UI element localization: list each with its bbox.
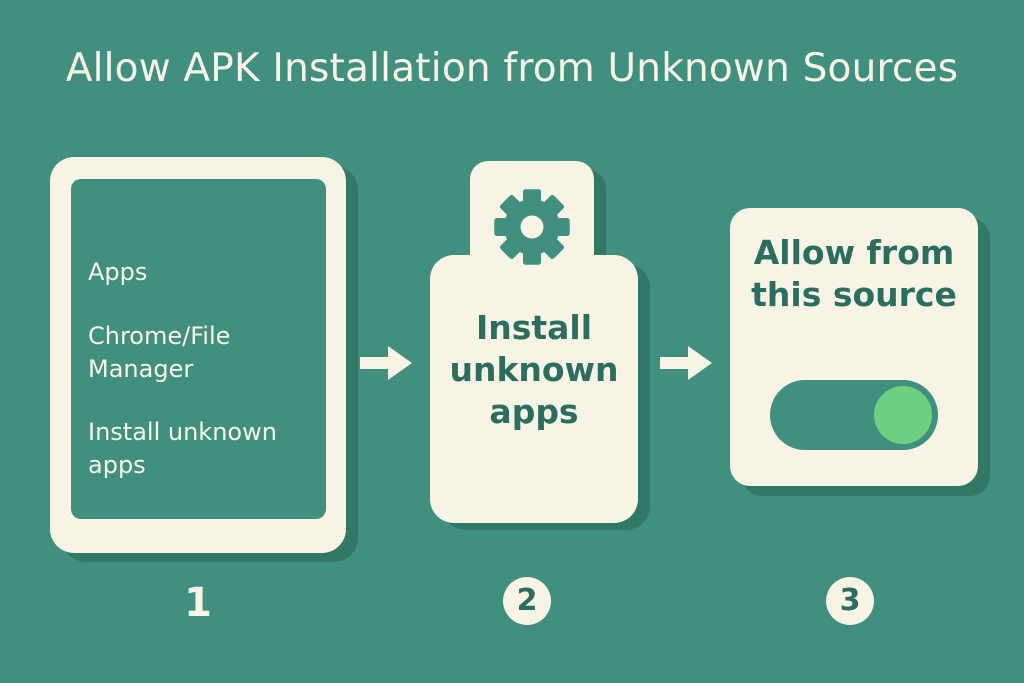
- menu-item-install-unknown-apps: Install unknown apps: [88, 418, 277, 479]
- arrow-right-icon: [660, 346, 712, 380]
- step-number-2: 2: [503, 577, 551, 625]
- diagram-title: Allow APK Installation from Unknown Sour…: [65, 46, 959, 91]
- allow-toggle[interactable]: [770, 380, 938, 450]
- allow-source-card: Allow from this source: [730, 208, 978, 486]
- tablet-device: Apps Chrome/File Manager Install unknown…: [50, 157, 346, 553]
- install-unknown-apps-card: Install unknown apps: [430, 255, 638, 523]
- step-number-3: 3: [826, 577, 874, 625]
- step-number-1: 1: [184, 580, 212, 626]
- menu-item-chrome-file-manager: Chrome/File Manager: [88, 322, 231, 383]
- arrow-right-icon: [360, 346, 412, 380]
- tablet-screen: Apps Chrome/File Manager Install unknown…: [71, 179, 326, 519]
- gear-icon: [494, 189, 570, 265]
- install-unknown-apps-label: Install unknown apps: [449, 308, 619, 431]
- menu-item-apps: Apps: [88, 258, 148, 286]
- toggle-knob: [874, 386, 932, 444]
- allow-from-this-source-label: Allow from this source: [751, 233, 957, 314]
